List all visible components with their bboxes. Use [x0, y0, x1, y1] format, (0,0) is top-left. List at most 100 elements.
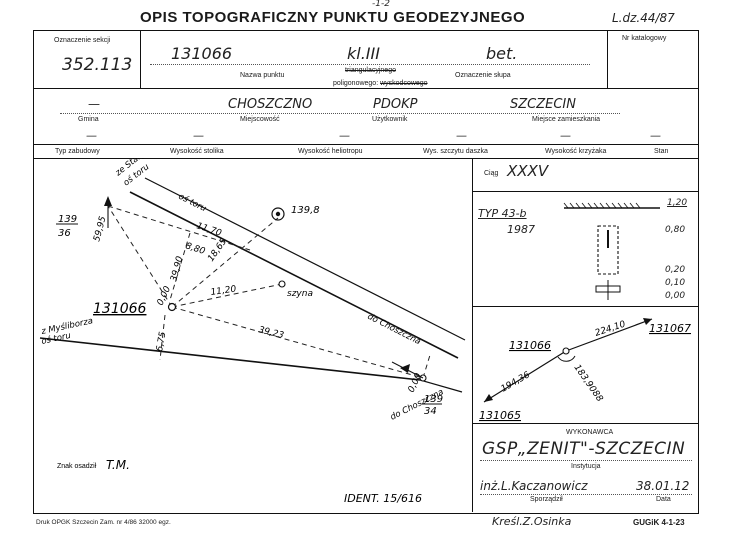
beacon-label: 139,8: [291, 205, 320, 216]
institution-label: Instytucja: [571, 463, 601, 470]
user-label: Użytkownik: [372, 116, 408, 123]
author-label: Sporządził: [530, 496, 563, 503]
row2-divider: [33, 144, 699, 145]
benchmark-drawing: [563, 202, 660, 300]
beacon-target: [271, 207, 285, 221]
page-title: OPIS TOPOGRAFICZNY PUNKTU GEODEZYJNEGO: [140, 9, 526, 26]
distance-11-20: 11,20: [210, 284, 237, 298]
name-option-polygon: poligonowego: wyskodcowego: [333, 80, 428, 87]
right-mid-divider: [472, 306, 699, 307]
print-info: Druk OPGK Szczecin Zam. nr 4/86 32000 eg…: [36, 519, 171, 526]
type-building-value: —: [86, 129, 97, 142]
date-label: Data: [656, 496, 671, 503]
traverse-label-131066: 131066: [509, 339, 551, 352]
traverse-sketch: 131066 131067 131065 224,10 194,36 183,9…: [479, 318, 691, 422]
contractor-value: GSP„ZENIT"-SZCZECIN: [482, 439, 686, 459]
traverse-point-131066: [562, 347, 570, 355]
drawn-by: Kreśl.Z.Osinka: [492, 515, 572, 528]
contractor-label: WYKONAWCA: [566, 429, 614, 436]
row2-underline: [60, 113, 620, 114]
benchmark-year: 1987: [507, 223, 535, 236]
height-0-10: 0,10: [665, 278, 686, 288]
name-label: Nazwa punktu: [240, 72, 285, 79]
traverse-label-131067: 131067: [649, 322, 691, 335]
catalog-box: [607, 30, 698, 88]
cross-height-label: Wysokość krzyżaka: [545, 148, 607, 155]
rail-marker: [278, 280, 286, 288]
post-value: bet.: [486, 44, 518, 63]
point-131066-marker: [167, 302, 177, 312]
height-0-80: 0,80: [665, 225, 686, 235]
rail-label: szyna: [287, 289, 313, 299]
traverse-angle: 183,9088: [572, 363, 605, 404]
fraction-left-denominator: 36: [58, 228, 71, 239]
author-underline: [480, 494, 692, 495]
location-sketch: oś toru ze Stargardu oś toru 139 36 59,9…: [39, 158, 466, 505]
heliotrope-height-value: —: [339, 129, 350, 142]
author-value: inż.L.Kaczanowicz: [480, 479, 588, 493]
user-value: PDOKP: [373, 97, 418, 112]
top-mark: -1-2: [372, 0, 390, 9]
height-0-00: 0,00: [665, 291, 686, 301]
gmina-value: —: [88, 97, 100, 111]
to-city-label: do Choszczna: [366, 312, 423, 347]
type-building-label: Typ zabudowy: [55, 148, 100, 155]
place-label: Miejscowość: [240, 116, 280, 123]
traverse-distance-224: 224,10: [594, 320, 627, 339]
point-class: kl.III: [347, 44, 380, 63]
track-line-south-2: [419, 379, 463, 393]
post-label: Oznaczenie słupa: [455, 72, 511, 79]
distance-8-80: 8,80: [184, 241, 206, 257]
distance-11-70: 11,70: [195, 221, 223, 239]
form-code: GUGiK 4-1-23: [633, 518, 685, 527]
contractor-underline: [480, 460, 692, 461]
right-footer-divider: [472, 423, 699, 424]
section-label: Oznaczenie sekcji: [54, 37, 111, 44]
fraction-right-denominator: 34: [424, 406, 437, 417]
benchmark-type: TYP 43-b: [478, 207, 527, 220]
right-column-divider: [472, 158, 473, 512]
distance-59-95: 59,95: [92, 215, 108, 243]
traverse-distance-194: 194,36: [500, 370, 533, 395]
name-option-triangulation: triangulacyjnego: [345, 67, 396, 74]
roof-height-value: —: [456, 129, 467, 142]
row1-divider: [33, 88, 699, 89]
distance-6-75: 6,75: [155, 331, 168, 353]
catalog-label: Nr katalogowy: [622, 35, 667, 42]
height-0-20: 0,20: [665, 265, 686, 275]
point-label-131066: 131066: [93, 301, 147, 317]
ciag-label: Ciąg: [484, 170, 499, 177]
roof-height-label: Wys. szczytu daszka: [423, 148, 488, 155]
table-height-value: —: [193, 129, 204, 142]
point-number: 131066: [171, 44, 233, 63]
state-value: —: [650, 129, 661, 142]
state-label: Stan: [654, 148, 669, 155]
ciag-value: XXXV: [507, 162, 549, 180]
height-1-20: 1,20: [667, 198, 688, 208]
mark-set-by-label: Znak osadził: [57, 463, 97, 470]
mark-set-by-value: T.M.: [106, 458, 130, 472]
distance-39-23: 39,23: [257, 325, 285, 341]
row3-divider: [33, 158, 699, 159]
table-height-label: Wysokość stolika: [170, 148, 224, 155]
section-box: [33, 30, 141, 88]
residence-label: Miejsce zamieszkania: [532, 116, 601, 123]
traverse-label-131065: 131065: [479, 409, 521, 422]
reference-number: L.dz.44/87: [612, 11, 675, 25]
date-value: 38.01.12: [636, 479, 690, 493]
distance-39-90: 39,90: [169, 255, 185, 283]
north-track-label: oś toru: [177, 191, 209, 214]
fraction-right-numerator: 139: [424, 394, 443, 405]
gmina-label: Gmina: [78, 116, 99, 123]
track-line-north-1: [129, 191, 459, 359]
fraction-left-numerator: 139: [58, 214, 77, 225]
right-top-divider: [472, 191, 699, 192]
ident-label: IDENT. 15/616: [344, 492, 422, 505]
section-value: 352.113: [62, 55, 133, 75]
zero-right: 0,00: [407, 372, 425, 395]
track-line-north-2: [144, 177, 466, 341]
track-line-south: [39, 337, 421, 381]
cross-height-value: —: [560, 129, 571, 142]
place-value: CHOSZCZNO: [228, 97, 313, 112]
distance-18-65: 18,65: [206, 237, 229, 264]
